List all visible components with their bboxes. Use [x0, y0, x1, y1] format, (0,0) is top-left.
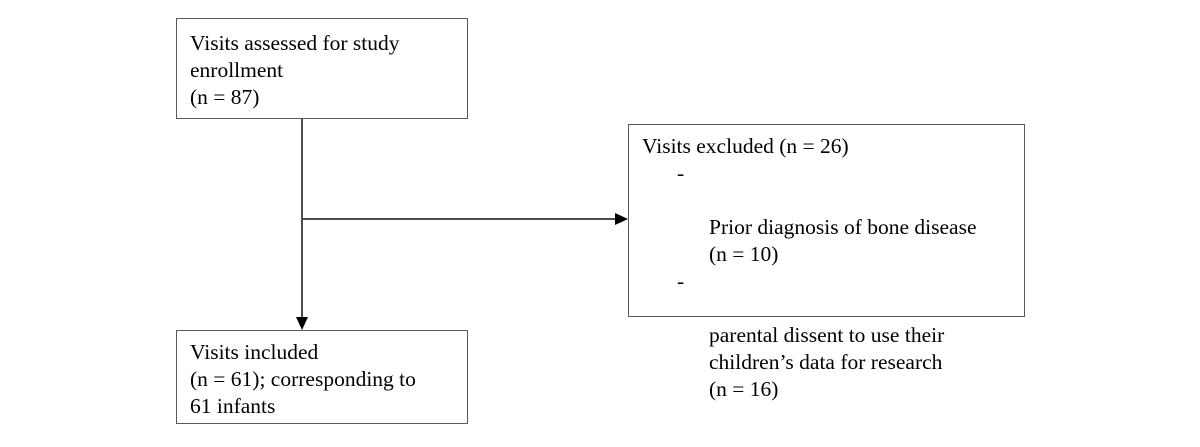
bullet-dash-icon: -	[677, 269, 685, 293]
arrow-right-icon	[615, 213, 628, 225]
arrow-down-icon	[296, 317, 308, 330]
node-visits-assessed: Visits assessed for study enrollment (n …	[176, 18, 468, 119]
connector-assessed-to-excluded-line	[301, 218, 617, 220]
bullet-dash-icon: -	[677, 161, 685, 185]
node-visits-included-text: Visits included (n = 61); corresponding …	[190, 340, 416, 418]
node-visits-included: Visits included (n = 61); corresponding …	[176, 330, 468, 424]
exclusion-reason-item: - Prior diagnosis of bone disease (n = 1…	[642, 160, 977, 268]
node-visits-excluded: Visits excluded (n = 26) - Prior diagnos…	[628, 124, 1025, 401]
node-visits-excluded-title: Visits excluded (n = 26)	[642, 134, 849, 158]
node-visits-assessed-text: Visits assessed for study enrollment (n …	[190, 31, 400, 109]
exclusion-reason-item-text: parental dissent to use their children’s…	[709, 323, 945, 401]
exclusion-reason-item: - parental dissent to use their children…	[642, 268, 977, 403]
exclusion-reason-list: - Prior diagnosis of bone disease (n = 1…	[642, 160, 977, 403]
exclusion-reason-item-text: Prior diagnosis of bone disease (n = 10)	[709, 215, 977, 266]
